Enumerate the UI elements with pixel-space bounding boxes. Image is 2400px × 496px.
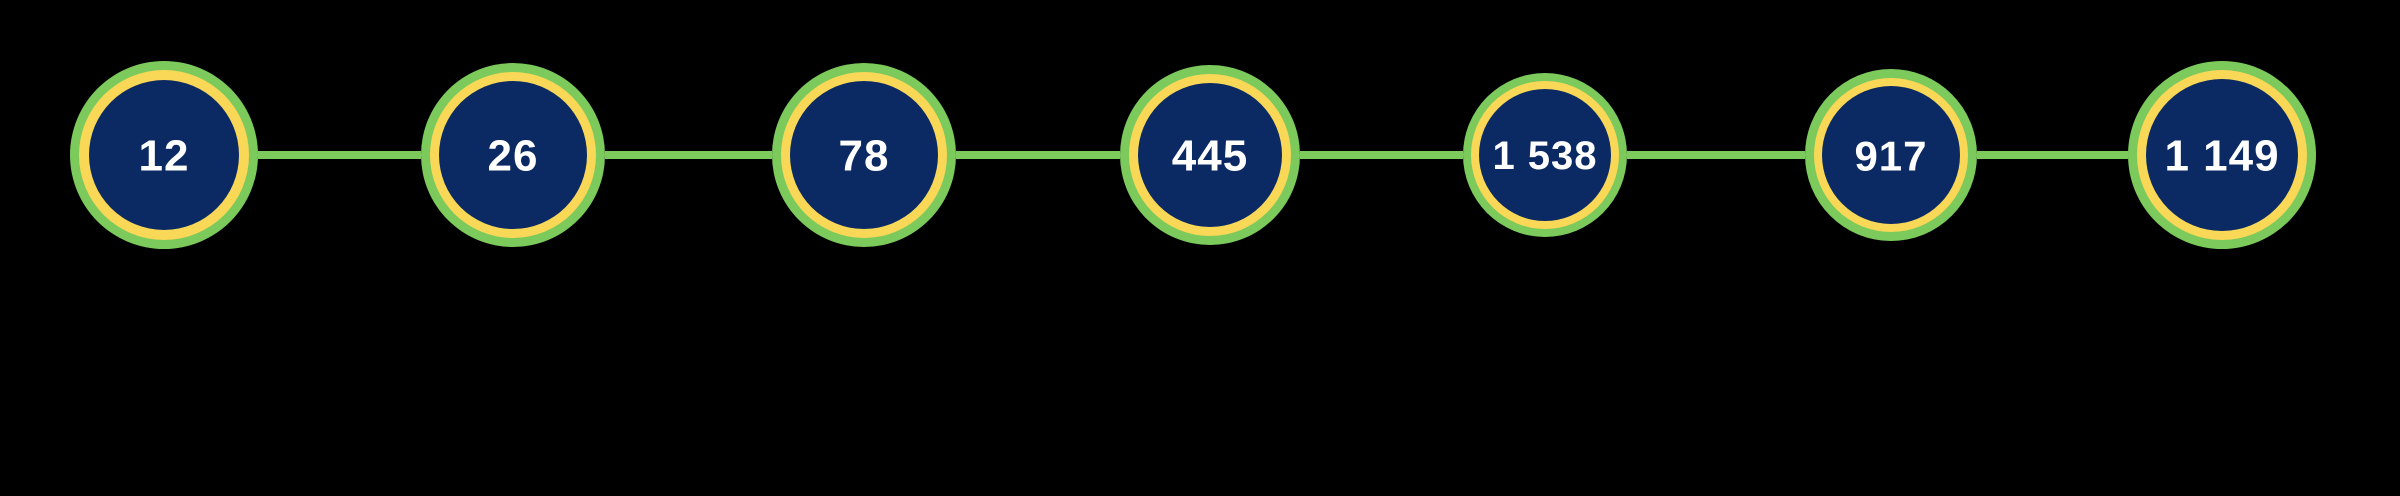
diagram-node[interactable]: 1 149 [2128,61,2316,249]
diagram-node[interactable]: 1 538 [1463,73,1627,237]
node-fill [439,81,587,229]
diagram-node[interactable]: 12 [70,61,258,249]
node-fill [1822,86,1960,224]
nodes-layer: 12 26 78 445 1 538 917 1 149 [70,61,2316,249]
node-value-label: 12 [139,132,190,181]
node-fill [89,80,239,230]
node-fill [1479,89,1611,221]
node-value-label: 78 [839,132,890,181]
node-value-label: 917 [1854,133,1927,180]
diagram-node[interactable]: 78 [772,63,956,247]
node-fill [790,81,938,229]
node-fill [2146,79,2298,231]
node-value-label: 1 538 [1492,134,1597,178]
diagram-node[interactable]: 917 [1805,69,1977,241]
diagram-node[interactable]: 26 [421,63,605,247]
node-fill [1138,83,1282,227]
node-value-label: 445 [1172,132,1248,181]
node-value-label: 1 149 [2164,132,2279,181]
node-value-label: 26 [488,132,539,181]
diagram-node[interactable]: 445 [1120,65,1300,245]
